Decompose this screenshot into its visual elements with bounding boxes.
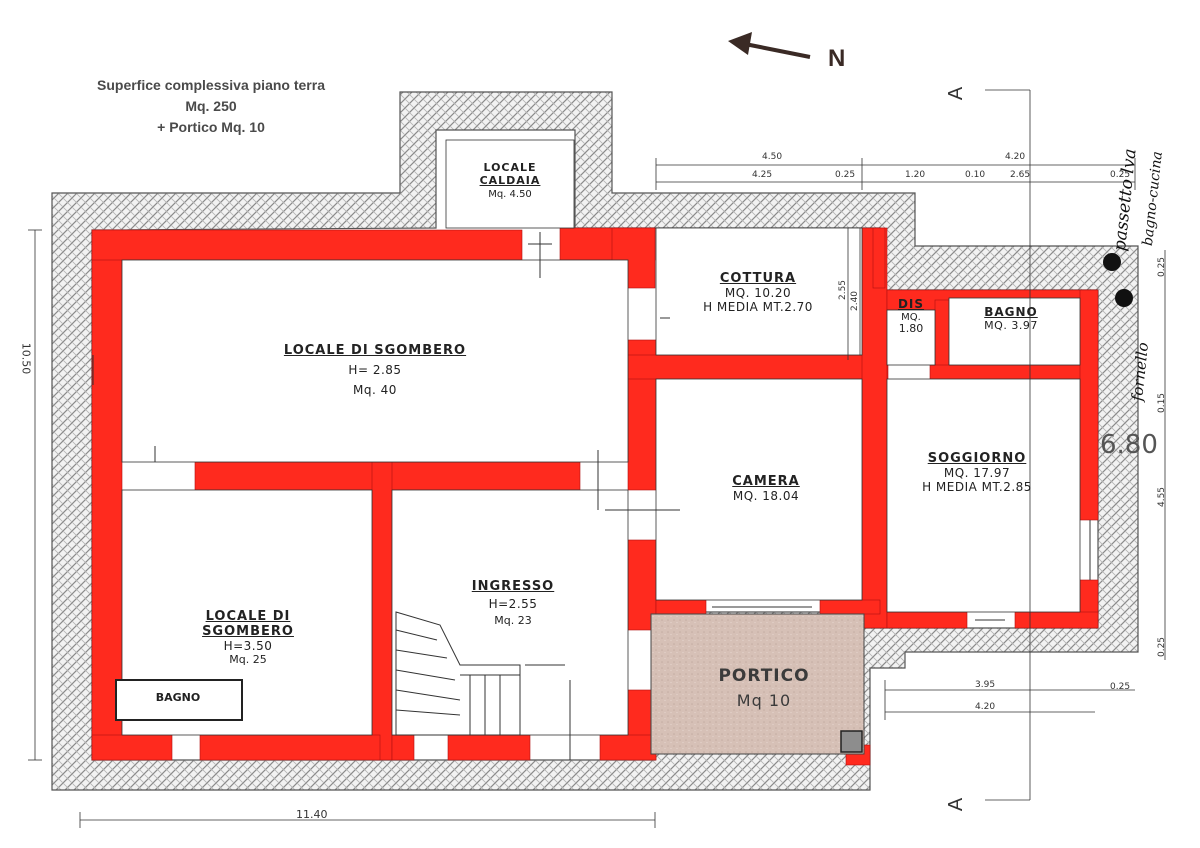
dim-portico-b: 0.25 xyxy=(1110,682,1131,692)
room-bagno-small: BAGNO xyxy=(155,691,201,704)
dim-right-big: 6.80 xyxy=(1100,430,1158,460)
dim-right-b: 0.15 xyxy=(1157,392,1168,414)
dim-cottura-h2: 2.40 xyxy=(850,290,861,312)
north-label: N xyxy=(828,45,846,72)
portico-area xyxy=(650,613,865,755)
room-bagno-top: BAGNO MQ. 3.97 xyxy=(984,305,1038,332)
summary-line-1: Superfice complessiva piano terra xyxy=(97,77,325,93)
room-soggiorno: SOGGIORNO MQ. 17.97 H MEDIA MT.2.85 xyxy=(922,451,1032,494)
summary-line-3: + Portico Mq. 10 xyxy=(157,119,265,135)
summary-block: Superfice complessiva piano terra Mq. 25… xyxy=(46,75,376,138)
dim-portico-a: 3.95 xyxy=(975,680,996,690)
dim-top-e: 2.65 xyxy=(1010,170,1031,180)
dim-right-c: 4.55 xyxy=(1157,486,1168,508)
dim-top-total-right: 4.20 xyxy=(1005,152,1026,162)
room-sgombero-big: LOCALE DI SGOMBERO H= 2.85 Mq. 40 xyxy=(283,343,467,397)
room-camera: CAMERA MQ. 18.04 xyxy=(732,474,800,503)
room-cottura: COTTURA MQ. 10.20 H MEDIA MT.2.70 xyxy=(703,271,813,314)
bagno-fixture xyxy=(115,679,243,721)
portico-pillar xyxy=(840,730,863,753)
dim-top-c: 1.20 xyxy=(905,170,926,180)
dim-cottura-h1: 2.55 xyxy=(838,279,849,301)
room-caldaia: LOCALE CALDAIA Mq. 4.50 xyxy=(479,161,541,201)
room-sgombero-small: LOCALE DI SGOMBERO H=3.50 Mq. 25 xyxy=(202,609,294,666)
dim-right-a: 0.25 xyxy=(1157,256,1168,278)
dim-portico-c: 4.20 xyxy=(975,702,996,712)
north-arrow-icon xyxy=(728,32,811,59)
dim-top-f: 0.25 xyxy=(1110,170,1131,180)
section-label-top: A xyxy=(945,86,968,101)
dim-left-height: 10.50 xyxy=(19,342,33,375)
dim-top-total-left: 4.50 xyxy=(762,152,783,162)
stairs xyxy=(395,611,521,736)
openings xyxy=(92,232,1091,760)
dim-top-a: 4.25 xyxy=(752,170,773,180)
dimension-lines xyxy=(28,89,1166,828)
section-label-bottom: A xyxy=(945,797,968,812)
ink-mark xyxy=(1115,289,1133,307)
room-ingresso: INGRESSO H=2.55 Mq. 23 xyxy=(471,579,555,627)
dim-bottom-width: 11.40 xyxy=(296,808,328,821)
room-portico: PORTICO Mq 10 xyxy=(718,666,810,710)
dim-right-d: 0.25 xyxy=(1157,636,1168,658)
dim-top-b: 0.25 xyxy=(835,170,856,180)
ink-mark xyxy=(1103,253,1121,271)
summary-line-2: Mq. 250 xyxy=(185,98,237,114)
room-dis: DIS MQ. 1.80 xyxy=(897,297,925,336)
room-interiors xyxy=(121,139,1081,736)
dim-top-d: 0.10 xyxy=(965,170,986,180)
